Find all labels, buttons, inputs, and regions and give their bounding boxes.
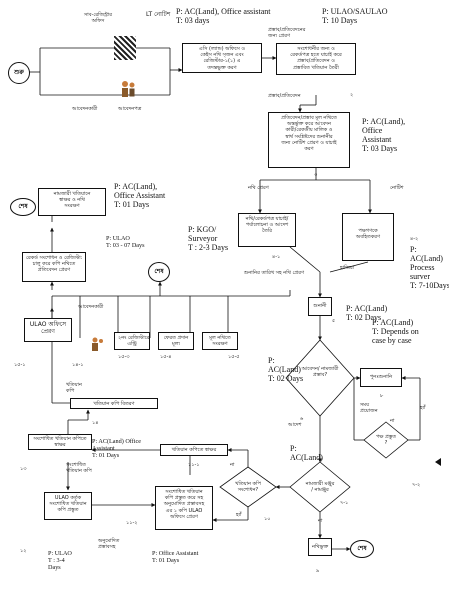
- review-box: প্রতিবেদন/প্রস্তাব মূল নথিতে অন্তর্ভুক্ত…: [268, 112, 350, 168]
- step-2: ২: [350, 92, 354, 98]
- final-copy-box: সংশোধিত খতিয়ান কপি প্রস্তুত করে সহ অনুম…: [155, 486, 213, 530]
- top-left-box: নামজারী খতিয়ানে স্বাক্ষর ও নথি সংরক্ষণ: [38, 188, 106, 216]
- done-box: নথিভুক্ত: [308, 538, 332, 556]
- role-13: P: ULAO T : 3-4 Days: [48, 550, 72, 571]
- ulao-send-box: ULAO অফিসে প্রেরণ: [24, 318, 72, 342]
- no-label: না: [390, 418, 395, 424]
- step-13: ১৩: [20, 466, 27, 472]
- lt-notice-label: LT নোটিশ: [146, 11, 171, 18]
- hearing-date-label: হাজিরা: [340, 265, 355, 271]
- applicant2-label: আবেদনকারী: [78, 304, 104, 310]
- settlement-box: সংশোধনীর জন্য ও রেকর্ডপত্র হতে যাচাই করে…: [276, 43, 356, 75]
- corrected-khatian-label: সংশোধিত খতিয়ান কপি: [66, 462, 92, 474]
- step-11-2: ১১-২: [126, 520, 138, 526]
- end-top-node: শেষ: [10, 198, 36, 216]
- notice-label: নোটিশ: [390, 185, 404, 191]
- approve-question: আবেদন/ নামজারী প্রস্তাব?: [301, 366, 339, 378]
- role-1: P: AC(Land), Office assistant T: 03 days: [176, 7, 271, 25]
- file-label: নথি প্রেরণ: [248, 185, 269, 191]
- proposal2-label: প্রস্তাব/প্রতিবেদন: [268, 93, 301, 99]
- step-15-4: ১৫-৪: [160, 354, 172, 360]
- step-6: ৬: [300, 416, 304, 422]
- step-7-1: ৭-১: [340, 500, 349, 506]
- order-label: আদেশ: [288, 422, 302, 428]
- hearing-need-label: সময় প্রয়োজন: [360, 402, 378, 414]
- step-11-1: ১১-১: [188, 462, 200, 468]
- step-4-1: ৪-১: [272, 254, 281, 260]
- step-7-2: ৭-২: [412, 482, 421, 488]
- role-12: P: AC(Land) Office Assistant T: 01 Days: [92, 438, 142, 459]
- people-icon: [120, 80, 136, 98]
- role-3: P: AC(Land), Office Assistant T: 03 Days: [362, 117, 406, 153]
- step-4-2: ৪-২: [410, 236, 419, 242]
- khatian-copy-label: খতিয়ান কপি: [66, 382, 82, 394]
- role-8: P: AC(Land) T: 02 Days: [346, 304, 388, 322]
- no3-label: না: [230, 462, 235, 468]
- role-14: P: Office Assistant T: 01 Days: [152, 550, 199, 564]
- role-9: P: AC(Land) T: Depends on case by case: [372, 318, 419, 345]
- role-7: P: AC(Land) Process surver T: 7-10Days: [410, 245, 449, 290]
- step-8: ৮: [380, 393, 384, 399]
- record-update-box: রেকর্ড সংশোধন ও রেজিস্টা: চালু করে কপি ন…: [22, 252, 86, 282]
- no2-label: না: [318, 518, 323, 524]
- role-5: P: ULAO T: 03 - 07 Days: [106, 235, 145, 249]
- step-14: ১৪: [92, 420, 99, 426]
- khatian-prep-box: খতিয়ান কপি বিতরণ: [70, 398, 158, 409]
- hearing2-box: পুনঃশুনানি: [360, 368, 402, 387]
- notice-serve-box: পক্ষগণকে অবহিতকরণ: [342, 213, 394, 261]
- sub-registrar-office-label: সাব-রেজিস্ট্রার অফিস: [84, 12, 113, 24]
- ulao-prepare-box: ULAO কর্তৃক সংশোধিত খতিয়ান কপি প্রস্তুত: [44, 492, 92, 520]
- ready-question: পক্ষ প্রস্তুত ?: [375, 434, 397, 446]
- yes-label: হ্যাঁ: [420, 405, 426, 411]
- corrected-sign-box: সংশোধিত খতিয়ান কপিতে স্বাক্ষর: [28, 434, 92, 450]
- yes3-label: হ্যাঁ: [236, 512, 242, 518]
- copy-box: মূল নথিতে সংরক্ষণ: [202, 332, 238, 350]
- step-15-5: ১৫-৫: [228, 354, 240, 360]
- correct-question: খতিয়ান কপি সংশোধন?: [235, 481, 261, 493]
- reg-entry-box: ২নং রেজিস্টারে এন্ট্রি: [114, 332, 150, 350]
- hearing-held-label: শুনানির তারিখ সহ নথি প্রেরণ: [244, 270, 305, 276]
- start-node: শুরু: [8, 62, 30, 84]
- end-bottom-node: শেষ: [350, 540, 374, 558]
- role-10: P: AC(Land) T: 02 Days: [268, 356, 304, 383]
- role-11: P: AC(Land): [290, 444, 323, 462]
- applicant-icon: [90, 336, 104, 351]
- step-10: ১০: [264, 516, 271, 522]
- application-label: আবেদনপত্র: [118, 106, 142, 112]
- applicant-label: আবেদনকারী: [72, 106, 98, 112]
- role-2: P: ULAO/SAULAO T: 10 Days: [322, 7, 388, 25]
- check-docs-box: নথি/রেকর্ডপত্র যাচাই/ পর্যালোচনা ও আদেশ …: [238, 213, 296, 247]
- step-3: ৩: [314, 172, 318, 178]
- khatian-entry-box: খতিয়ান কপিতে স্বাক্ষর: [160, 444, 228, 456]
- approved-proposal-label: অনুমোদিত প্রস্তাবসহ: [98, 538, 120, 550]
- step-14-1: ১৪-১: [72, 362, 84, 368]
- case-record-box: এসি (ল্যান্ড) অফিসে ও কেইস নথি সৃজন এবং …: [182, 43, 262, 73]
- step-9: ৯: [316, 568, 320, 574]
- step-12: ১২: [20, 548, 27, 554]
- step-5: ৫: [332, 318, 336, 324]
- role-4: P: AC(Land), Office Assistant T: 01 Days: [114, 182, 166, 209]
- final-approve-question: নামজারী মঞ্জুর / নামঞ্জুর: [305, 481, 335, 493]
- end-mid-node: শেষ: [148, 262, 170, 282]
- fee-box: ফেরত প্রদান মূল্য: [158, 332, 194, 350]
- document-icon: [114, 36, 136, 60]
- step-15-1: ১৫-১: [14, 362, 26, 368]
- role-6: P: KGO/ Surveyor T : 2-3 Days: [188, 225, 229, 252]
- step-15-3: ১৫-৩: [118, 354, 130, 360]
- proposal-label: প্রস্তাব/প্রতিবেদনের জন্য প্রেরণ: [268, 27, 306, 39]
- hearing-box: শুনানী: [308, 297, 332, 316]
